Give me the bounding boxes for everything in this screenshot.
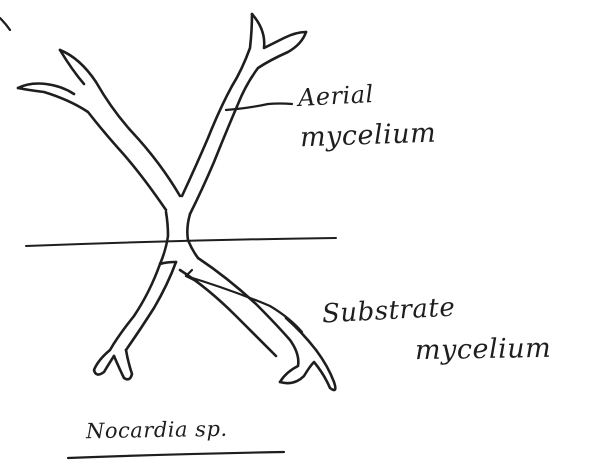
substrate-mycelium-label-line2: mycelium <box>415 333 552 366</box>
stray-mark <box>0 18 10 30</box>
aerial-mycelium-label-line1: Aerial <box>297 80 374 112</box>
crossing-center <box>160 212 198 264</box>
diagram-caption: Nocardia sp. <box>86 417 228 443</box>
substrate-branch-left <box>94 262 176 379</box>
aerial-branch-left <box>18 50 180 210</box>
caption-underline <box>68 452 284 458</box>
substrate-surface-line <box>26 238 336 246</box>
aerial-mycelium-label-line2: mycelium <box>300 118 437 154</box>
substrate-branch-right <box>180 258 335 390</box>
aerial-branch-right <box>182 14 306 214</box>
